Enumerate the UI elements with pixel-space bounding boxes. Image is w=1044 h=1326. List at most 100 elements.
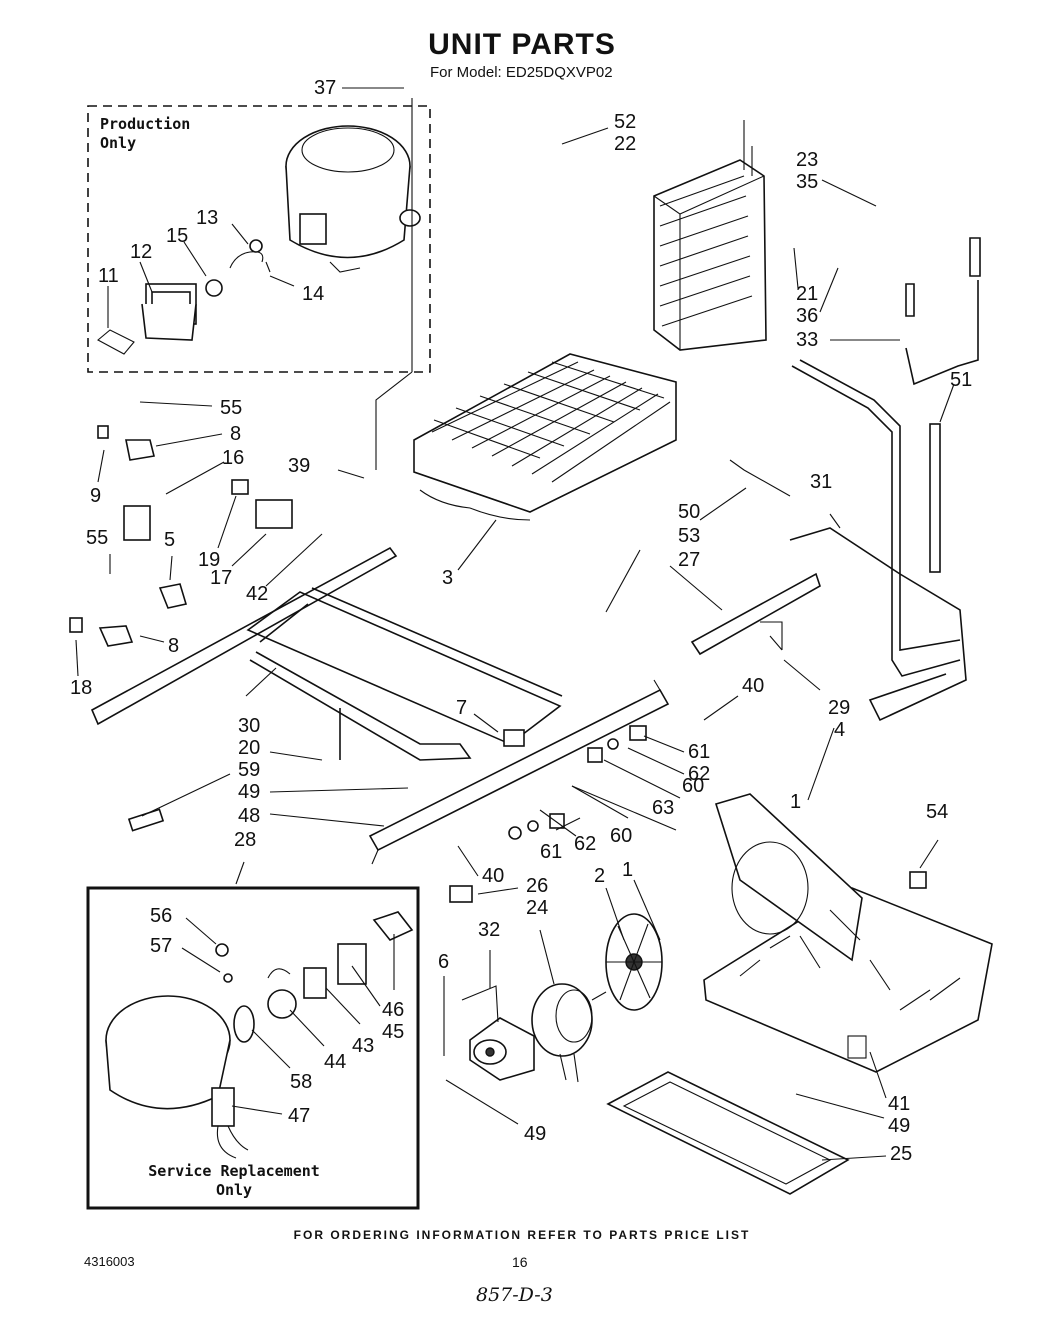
fan-motor (531, 983, 607, 1083)
production-box-label: Production Only (100, 115, 190, 153)
callout-9: 9 (90, 485, 102, 507)
callout-61-lower: 61 (540, 841, 563, 863)
callout-37: 37 (314, 77, 337, 99)
callout-19: 19 (198, 549, 221, 571)
service-label-line2: Only (215, 1181, 253, 1199)
callout-45: 45 (382, 1021, 405, 1043)
callout-54: 54 (926, 801, 949, 823)
relay-parts-production (97, 239, 271, 355)
callout-28: 28 (234, 829, 257, 851)
page-title: UNIT PARTS (428, 28, 616, 61)
callout-35: 35 (796, 171, 819, 193)
callout-60-lower: 60 (610, 825, 633, 847)
callout-40-center: 40 (482, 865, 505, 887)
callout-62-lower: 62 (574, 833, 597, 855)
callout-25: 25 (890, 1143, 913, 1165)
service-box-label: Service Replacement Only (148, 1162, 320, 1200)
callout-1-right: 1 (790, 791, 802, 813)
callout-16: 16 (222, 447, 245, 469)
callout-23: 23 (796, 149, 819, 171)
evaporator (653, 120, 767, 351)
small-parts-center (449, 725, 927, 903)
callout-20: 20 (238, 737, 261, 759)
handwritten-note: 857-D-3 (476, 1284, 553, 1306)
fan-blade (605, 913, 663, 1011)
compressor-production (285, 125, 421, 273)
callout-62-upper: 62 (688, 763, 711, 785)
callout-46: 46 (382, 999, 405, 1021)
callout-57: 57 (150, 935, 173, 957)
callout-49-lower: 49 (524, 1123, 547, 1145)
callout-41: 41 (888, 1093, 911, 1115)
callout-48: 48 (238, 805, 261, 827)
callout-3: 3 (442, 567, 454, 589)
callout-22: 22 (614, 133, 637, 155)
production-only-box (87, 105, 431, 373)
callout-4: 4 (834, 719, 846, 741)
service-label-line1: Service Replacement (148, 1162, 320, 1180)
callout-8-upper: 8 (230, 423, 242, 445)
callout-17: 17 (210, 567, 233, 589)
callout-14: 14 (302, 283, 325, 305)
production-label-line1: Production (100, 115, 191, 133)
callout-30: 30 (238, 715, 261, 737)
refrigerant-tubes (789, 237, 981, 722)
callout-44: 44 (324, 1051, 347, 1073)
callout-55-lower: 55 (86, 527, 109, 549)
callout-58: 58 (290, 1071, 313, 1093)
callout-11: 11 (98, 265, 119, 287)
service-replacement-box (86, 886, 420, 1210)
callout-53: 53 (678, 525, 701, 547)
callout-61-upper: 61 (688, 741, 711, 763)
callout-51: 51 (950, 369, 973, 391)
callout-7: 7 (456, 697, 468, 719)
callout-60-upper: 60 (682, 775, 705, 797)
callout-42: 42 (246, 583, 269, 605)
frame-rails (90, 546, 563, 761)
callout-8-lower: 8 (168, 635, 180, 657)
compressor-service (105, 911, 414, 1159)
drain-pan (606, 1071, 850, 1195)
callout-55-upper: 55 (220, 397, 243, 419)
callout-24: 24 (526, 897, 549, 919)
callout-1-fan: 1 (622, 859, 634, 881)
callout-63: 63 (652, 797, 675, 819)
callout-5: 5 (164, 529, 176, 551)
callout-6: 6 (438, 951, 450, 973)
condenser-coil (413, 353, 677, 521)
callout-49-right: 49 (888, 1115, 911, 1137)
model-label: For Model: ED25DQXVP02 (430, 64, 613, 81)
callout-47: 47 (288, 1105, 311, 1127)
callout-12: 12 (130, 241, 153, 263)
callout-29: 29 (828, 697, 851, 719)
callout-56: 56 (150, 905, 173, 927)
ordering-note: FOR ORDERING INFORMATION REFER TO PARTS … (293, 1228, 751, 1242)
callout-40-right: 40 (742, 675, 765, 697)
page-number: 16 (512, 1254, 528, 1270)
callout-21: 21 (796, 283, 819, 305)
callout-18: 18 (70, 677, 93, 699)
small-parts-left (69, 425, 293, 832)
document-number: 4316003 (84, 1254, 135, 1269)
callout-26: 26 (526, 875, 549, 897)
callout-27: 27 (678, 549, 701, 571)
callout-33: 33 (796, 329, 819, 351)
callout-32: 32 (478, 919, 501, 941)
callout-49-center: 49 (238, 781, 261, 803)
leader-lines (75, 87, 955, 1161)
cross-bar (368, 679, 670, 865)
filter-drier (690, 459, 821, 656)
callout-43: 43 (352, 1035, 375, 1057)
callout-36: 36 (796, 305, 819, 327)
callout-31: 31 (810, 471, 833, 493)
callout-2: 2 (594, 865, 606, 887)
callout-39: 39 (288, 455, 311, 477)
callout-59: 59 (238, 759, 261, 781)
callout-52: 52 (614, 111, 637, 133)
motor-mount (461, 985, 535, 1081)
production-label-line2: Only (100, 134, 137, 152)
base-plate (703, 793, 993, 1073)
callout-15: 15 (166, 225, 189, 247)
callout-50: 50 (678, 501, 701, 523)
